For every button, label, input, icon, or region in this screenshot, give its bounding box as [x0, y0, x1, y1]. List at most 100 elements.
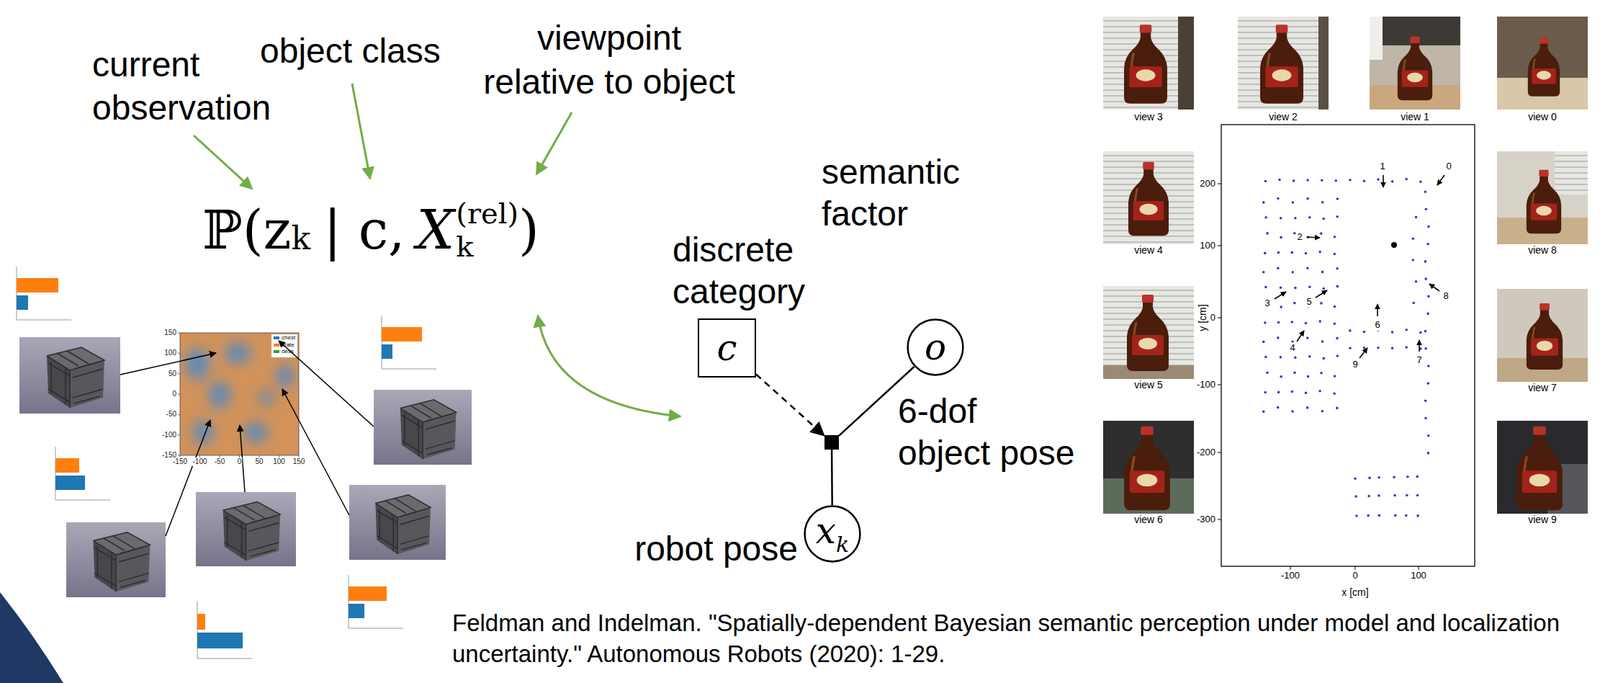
tick-label: -100 [161, 430, 178, 440]
formula-part: X [416, 195, 456, 265]
trajectory-dot [1376, 346, 1380, 350]
trajectory-dot [1318, 389, 1322, 393]
trajectory-dot [1321, 339, 1325, 343]
node-symbol: c [716, 326, 737, 369]
tick-label: 100 [1410, 569, 1427, 582]
view-label: view 4 [1134, 244, 1163, 257]
corner-band [0, 591, 64, 683]
view-label: view 1 [1400, 110, 1430, 124]
tick-label: 200 [1199, 177, 1216, 190]
citation: Feldman and Indelman. "Spatially-depende… [452, 607, 1594, 669]
trajectory-dot [1404, 514, 1408, 518]
view-label: view 9 [1527, 513, 1557, 526]
trajectory-dot [1335, 336, 1339, 340]
trajectory-dot [1318, 250, 1322, 254]
trajectory-dot [1414, 280, 1418, 283]
variable-circle: o6-dof object pose [906, 318, 965, 376]
trajectory-dot [1293, 301, 1297, 305]
trajectory-dot [1264, 355, 1268, 359]
trajectory-dot [1376, 177, 1380, 181]
tick-label: 0 [171, 389, 178, 399]
axis-label: y [cm] [1196, 303, 1210, 331]
callout-number: 9 [1351, 358, 1359, 371]
trajectory-dot [1291, 270, 1295, 274]
trajectory-dot [1290, 251, 1294, 255]
trajectory-dot [1416, 493, 1420, 497]
trajectory-dot [1306, 406, 1310, 410]
trajectory-dot [1262, 270, 1266, 274]
trajectory-dot [1335, 215, 1339, 219]
script-stack: (rel)k [455, 196, 519, 263]
formula-part: ) [518, 195, 540, 265]
trajectory-dot [1318, 319, 1322, 323]
bar-chart [12, 263, 439, 664]
trajectory-dot [1333, 374, 1337, 378]
callout-number: 4 [1288, 342, 1296, 354]
trajectory-dot [1277, 321, 1281, 325]
tick-label: 0 [236, 457, 243, 466]
tick-label: 50 [254, 457, 264, 466]
trajectory-dot [1336, 197, 1340, 201]
trajectory-dot [1279, 375, 1283, 379]
trajectory-dot [1412, 258, 1415, 262]
tick-label: -100 [1281, 569, 1300, 582]
trajectory-dot [1308, 216, 1312, 219]
leader-lines [120, 340, 374, 536]
trajectory-dot [1414, 216, 1418, 219]
annotation: object class [259, 30, 441, 73]
trajectory-dot [1391, 347, 1395, 350]
trajectory-dot [1424, 329, 1428, 333]
trajectory-dot [1265, 231, 1269, 235]
trajectory-dot [1336, 285, 1340, 289]
callout-number: 1 [1378, 160, 1386, 173]
trajectory-dot [1404, 328, 1408, 332]
circle-shape [805, 506, 861, 562]
formula-part: ℙ(z [202, 195, 292, 265]
trajectory-dot [1353, 476, 1357, 480]
trajectory-dot [1319, 231, 1323, 235]
trajectory-dot [1404, 345, 1408, 349]
trajectory-dot [1264, 180, 1268, 183]
trajectory-dot [1262, 200, 1266, 204]
tick-label: 100 [163, 348, 178, 358]
node-content: o [906, 318, 965, 376]
trajectory-dot [1427, 225, 1431, 229]
trajectory-dot [1277, 390, 1281, 394]
trajectory-dot [1335, 267, 1339, 271]
legend-text: desk [281, 348, 294, 355]
trajectory-dot [1392, 475, 1396, 479]
trajectory-dot [1306, 197, 1310, 201]
trajectory-dot [1308, 354, 1312, 358]
trajectory-dot [1335, 406, 1339, 410]
trajectory-dot [1263, 321, 1267, 325]
trajectory-dot [1279, 236, 1283, 240]
trajectory-dot [1321, 409, 1325, 413]
view-label: view 6 [1134, 513, 1163, 526]
category-box: discrete categoryc [697, 318, 757, 378]
node-heading: discrete category [672, 228, 889, 313]
trajectory-dot [1306, 267, 1310, 271]
trajectory-dot [1354, 494, 1358, 498]
node-content: c [699, 319, 755, 376]
formula: ℙ(zk| c,X(rel)k) [202, 195, 540, 265]
trajectory-dot [1368, 476, 1372, 480]
tick-label: -100 [191, 457, 208, 466]
annotation: current observation [92, 43, 287, 130]
trajectory-dot [1279, 305, 1283, 309]
node-text-row: o [924, 329, 947, 366]
trajectory-dot [1416, 514, 1420, 518]
node-content: xk [803, 504, 862, 563]
tick-label: -50 [213, 457, 226, 466]
trajectory-dot [1336, 354, 1340, 358]
trajectory-dot [1412, 301, 1416, 305]
legend-text: chest [281, 334, 296, 341]
trajectory-dot [1425, 208, 1428, 211]
trajectory-dot [1322, 217, 1325, 221]
trajectory-dot [1348, 178, 1352, 182]
trajectory-dot [1393, 493, 1397, 497]
view-label: view 7 [1527, 381, 1557, 394]
tick-label: 50 [167, 369, 178, 379]
callout-number: 2 [1296, 231, 1303, 243]
trajectory-dot [1279, 355, 1283, 359]
trajectory-dot [1363, 180, 1366, 183]
